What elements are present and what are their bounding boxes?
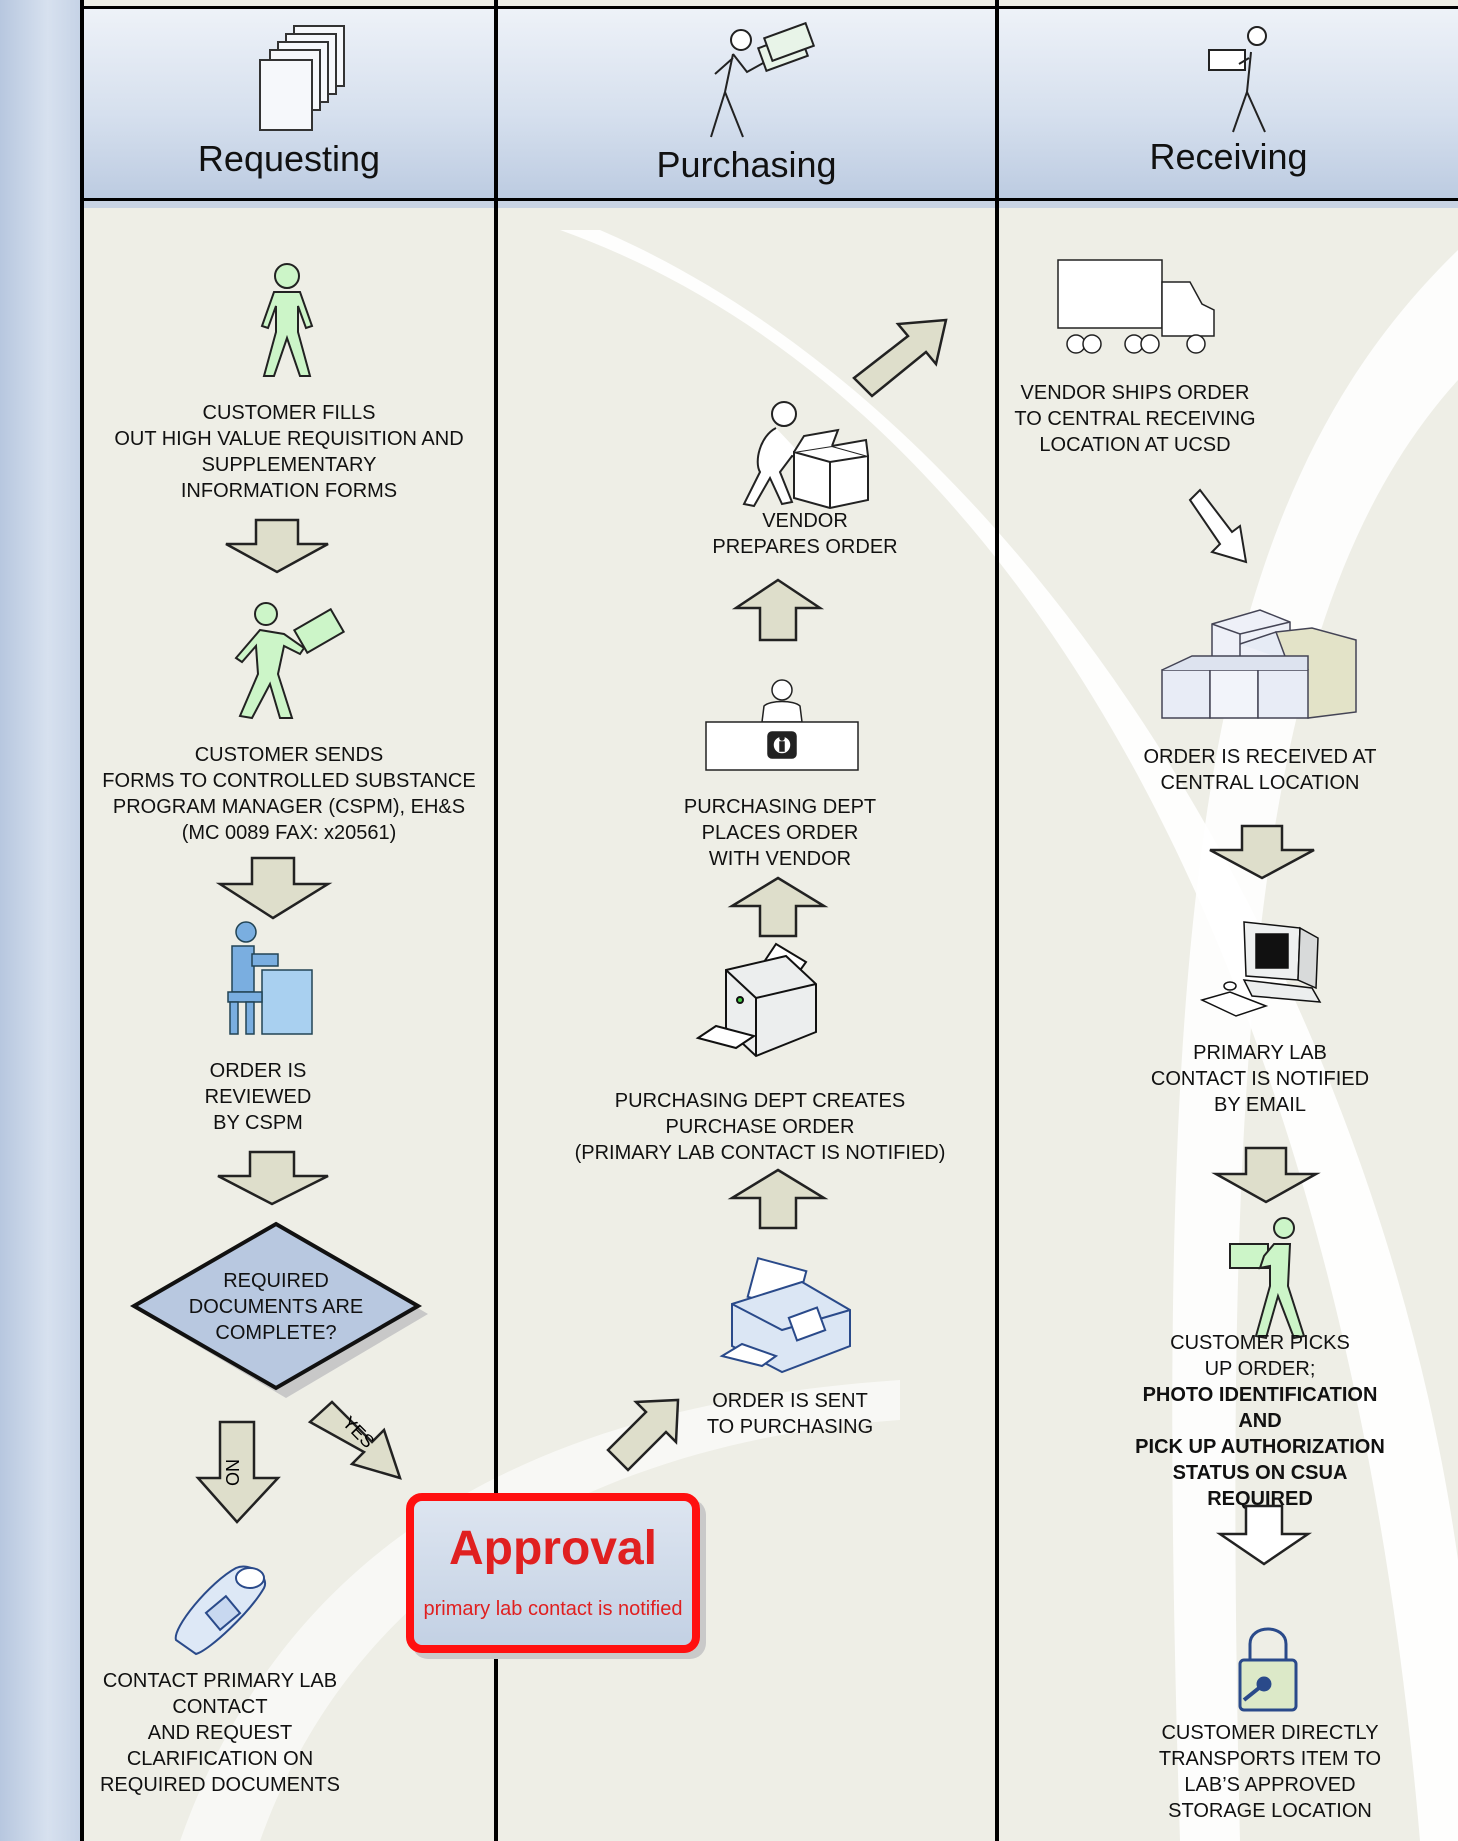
up-right-arrow-2 [852, 318, 948, 398]
receiving-step2-label: ORDER IS RECEIVED AT CENTRAL LOCATION [1143, 746, 1377, 794]
lane-title-requesting: Requesting [197, 138, 381, 179]
reviewer-at-desk-icon [227, 921, 313, 1035]
vendor-packing-box-icon [742, 401, 869, 510]
approval-title: Approval [448, 1522, 658, 1575]
documents-stack-icon [259, 25, 345, 131]
receiving-step3-label: PRIMARY LAB CONTACT IS NOTIFIED BY EMAIL [1150, 1042, 1370, 1116]
no-arrow [195, 1420, 281, 1524]
header-purchasing: Purchasing [498, 8, 995, 200]
padlock-icon [1238, 1627, 1298, 1712]
person-carrying-box-icon [1208, 26, 1267, 133]
receiving-step5-label: CUSTOMER DIRECTLY TRANSPORTS ITEM TO LAB… [1158, 1722, 1382, 1822]
top-border [80, 6, 1458, 9]
down-arrow-5 [1211, 1146, 1321, 1204]
customer-carrying-box-icon [1229, 1217, 1306, 1340]
purchasing-step2-label: PURCHASING DEPT CREATES PURCHASE ORDER (… [574, 1090, 946, 1164]
receiving-step1-label: VENDOR SHIPS ORDER TO CENTRAL RECEIVING … [1014, 382, 1256, 456]
person-sending-mail-icon [234, 602, 346, 720]
printer-icon [695, 942, 817, 1058]
requesting-step1-label: CUSTOMER FILLS OUT HIGH VALUE REQUISITIO… [114, 402, 464, 502]
down-arrow-3 [217, 1150, 329, 1206]
stacked-boxes-icon [1161, 609, 1357, 719]
purchasing-step1-label: ORDER IS SENT TO PURCHASING [706, 1390, 874, 1438]
down-arrow-1 [225, 518, 329, 574]
requesting-step2-label: CUSTOMER SENDS FORMS TO CONTROLLED SUBST… [102, 744, 476, 844]
up-arrow-2 [727, 876, 829, 938]
requesting-step4-label: CONTACT PRIMARY LAB CONTACT AND REQUEST … [99, 1670, 340, 1796]
info-desk-icon [705, 679, 859, 771]
approval-box: Approval primary lab contact is notified [406, 1493, 700, 1653]
header-requesting: Requesting [84, 8, 494, 200]
computer-icon [1199, 921, 1322, 1017]
lane-border-3 [995, 0, 999, 1841]
down-right-arrow-icon [1188, 488, 1248, 564]
yes-arrow [307, 1400, 402, 1480]
fax-machine-icon [719, 1256, 851, 1374]
swimlane-sidebar [0, 0, 80, 1841]
receiving-step4-label: CUSTOMER PICKS UP ORDER; PHOTO IDENTIFIC… [1135, 1332, 1385, 1510]
person-carrying-money-icon [710, 21, 816, 138]
approval-subtitle: primary lab contact is notified [423, 1598, 683, 1620]
customer-person-icon [260, 263, 314, 377]
decision-label: REQUIRED DOCUMENTS ARE COMPLETE? [188, 1270, 364, 1344]
decision-diamond [130, 1221, 428, 1398]
lane-border-1 [80, 0, 84, 1841]
header-receiving: Receiving [999, 8, 1458, 200]
lane-title-purchasing: Purchasing [656, 144, 837, 185]
requesting-step3-label: ORDER IS REVIEWED BY CSPM [204, 1060, 312, 1134]
up-arrow-1 [727, 1168, 829, 1230]
purchasing-step3-label: PURCHASING DEPT PLACES ORDER WITH VENDOR [683, 796, 877, 870]
header-divider [84, 200, 1458, 208]
delivery-truck-icon [1057, 259, 1215, 354]
purchasing-step4-label: VENDOR PREPARES ORDER [712, 510, 898, 558]
lane-border-2 [494, 0, 498, 1841]
down-arrow-6 [1215, 1504, 1313, 1566]
down-arrow-4 [1209, 824, 1315, 880]
mobile-phone-icon [174, 1565, 267, 1656]
lane-title-receiving: Receiving [1149, 136, 1308, 177]
no-label: NO [222, 1459, 242, 1486]
header-bottom-border [80, 198, 1458, 201]
down-arrow-2 [215, 856, 333, 920]
up-right-arrow-1 [606, 1398, 680, 1472]
up-arrow-3 [731, 578, 825, 642]
